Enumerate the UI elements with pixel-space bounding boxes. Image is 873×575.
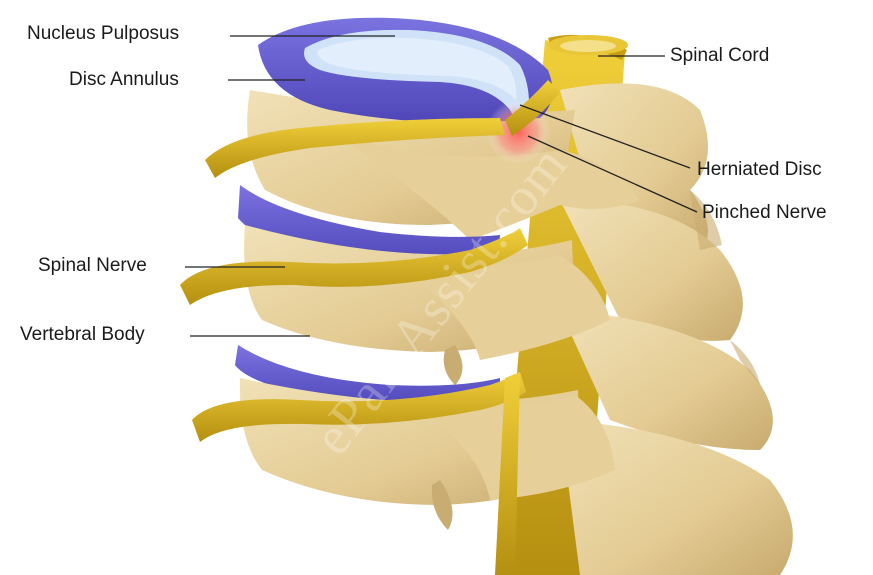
label-herniated-disc: Herniated Disc	[697, 160, 822, 179]
label-spinal-cord: Spinal Cord	[670, 46, 769, 65]
label-vertebral-body: Vertebral Body	[20, 325, 145, 344]
label-spinal-nerve: Spinal Nerve	[38, 256, 147, 275]
posterior-processes	[560, 83, 793, 575]
label-nucleus-pulposus: Nucleus Pulposus	[27, 24, 179, 43]
label-disc-annulus: Disc Annulus	[69, 70, 179, 89]
label-pinched-nerve: Pinched Nerve	[702, 203, 827, 222]
